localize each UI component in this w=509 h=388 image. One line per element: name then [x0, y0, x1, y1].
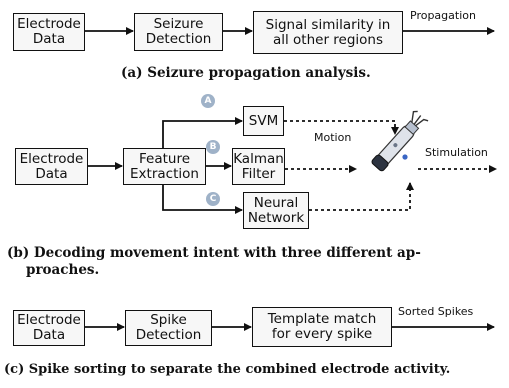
neural-network-box: Neural Network — [243, 192, 309, 229]
electrode-data-box-c: Electrode Data — [13, 310, 85, 346]
caption-b-line2: proaches. — [26, 262, 100, 278]
template-match-box: Template match for every spike — [252, 307, 392, 347]
seizure-detection-box: Seizure Detection — [134, 13, 223, 51]
arrow-b-nn — [162, 185, 243, 214]
electrode-data-box-b: Electrode Data — [15, 148, 88, 185]
electrode-data-box-a: Electrode Data — [13, 13, 85, 51]
propagation-label: Propagation — [410, 9, 476, 22]
arrow-b-svm — [162, 117, 243, 148]
caption-a: (a) Seizure propagation analysis. — [121, 65, 371, 81]
robotic-arm-icon — [371, 110, 429, 172]
badge-c: C — [206, 192, 220, 206]
kalman-filter-box: Kalman Filter — [232, 148, 285, 185]
caption-b-line1: (b) Decoding movement intent with three … — [7, 245, 421, 261]
spike-detection-box: Spike Detection — [125, 310, 212, 346]
badge-a: A — [201, 94, 215, 108]
signal-similarity-box: Signal similarity in all other regions — [253, 11, 403, 54]
dashed-svm-out — [284, 120, 399, 135]
dashed-nn-out — [309, 182, 414, 211]
sorted-spikes-label: Sorted Spikes — [398, 305, 474, 318]
svm-box: SVM — [243, 106, 284, 136]
stimulation-label: Stimulation — [425, 146, 488, 159]
stimulation-dot — [402, 154, 408, 160]
motion-label: Motion — [314, 131, 352, 144]
badge-b: B — [206, 140, 220, 154]
caption-c: (c) Spike sorting to separate the combin… — [4, 362, 451, 377]
feature-extraction-box: Feature Extraction — [123, 148, 206, 185]
